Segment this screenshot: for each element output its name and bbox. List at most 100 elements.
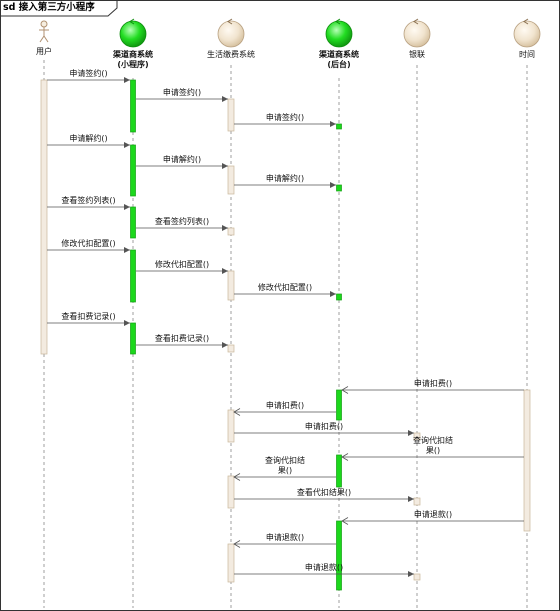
- message-label: 申请扣费(): [266, 400, 304, 410]
- participant-label: 渠道商系统(后台): [318, 49, 359, 69]
- activation-bar: [130, 322, 136, 355]
- message: 查看扣费记录(): [47, 311, 130, 326]
- participants: 用户 渠道商系统(小程序) 生活缴费系统 渠道商系统(后台) 银联 时间: [36, 18, 541, 69]
- participant-user: 用户: [36, 20, 52, 56]
- activation-bar: [130, 79, 136, 133]
- message: 申请扣费(): [341, 378, 524, 394]
- message: 查看签约列表(): [136, 216, 228, 231]
- activation-bar: [130, 249, 136, 303]
- message: 申请退款(): [234, 562, 414, 577]
- message-label: 修改代扣配置(): [61, 238, 115, 248]
- message-label: 查看签约列表(): [61, 195, 115, 205]
- message: 查看代扣结果(): [234, 487, 414, 502]
- message: 修改代扣配置(): [47, 238, 130, 253]
- activation-bar: [336, 123, 342, 130]
- control-icon-green: [325, 18, 353, 48]
- message: 申请签约(): [47, 68, 130, 83]
- activation-bars: [40, 79, 531, 591]
- message: 查看扣费记录(): [136, 333, 228, 348]
- activation-bar: [227, 409, 235, 443]
- activation-bar: [227, 227, 235, 236]
- frame-title-tab: [0, 0, 118, 17]
- activation-bar: [336, 293, 342, 301]
- arrowhead: [408, 496, 414, 502]
- message-label: 查询代扣结果(): [413, 435, 453, 455]
- message: 申请退款(): [233, 532, 336, 548]
- message-label: 申请解约(): [266, 173, 304, 183]
- message: 申请解约(): [234, 173, 336, 188]
- message-label: 申请签约(): [266, 112, 304, 122]
- arrowhead: [330, 121, 336, 127]
- activation-bar: [227, 475, 235, 509]
- participant-label: 生活缴费系统: [207, 49, 255, 59]
- participant-label: 银联: [409, 49, 425, 59]
- arrowhead: [408, 571, 414, 577]
- activation-bar: [336, 389, 342, 421]
- message-label: 查看扣费记录(): [155, 333, 209, 343]
- diagram-title: sd 接入第三方小程序: [3, 2, 95, 13]
- arrowhead: [233, 473, 241, 481]
- arrowhead: [124, 247, 130, 253]
- message-label: 查看代扣结果(): [297, 487, 351, 497]
- arrowhead: [124, 142, 130, 148]
- arrowhead: [124, 320, 130, 326]
- participant-time: 时间: [513, 18, 541, 59]
- arrowhead: [222, 163, 228, 169]
- message-label: 申请扣费(): [305, 421, 343, 431]
- participant-label: 时间: [519, 49, 535, 59]
- participant-life: 生活缴费系统: [207, 18, 255, 59]
- control-icon: [403, 18, 431, 48]
- message: 申请解约(): [47, 133, 130, 148]
- activation-bar: [227, 98, 235, 132]
- message-label: 申请退款(): [414, 509, 452, 519]
- activation-bar: [336, 454, 342, 488]
- activation-bar: [130, 206, 136, 239]
- message-label: 查询代扣结果(): [265, 455, 305, 475]
- message-label: 修改代扣配置(): [258, 282, 312, 292]
- activation-bar: [40, 79, 48, 355]
- activation-bar: [413, 497, 421, 506]
- arrowhead: [222, 342, 228, 348]
- message-label: 申请解约(): [163, 154, 201, 164]
- arrowhead: [341, 386, 349, 394]
- participant-admin: 渠道商系统(后台): [318, 18, 359, 69]
- arrowhead: [330, 291, 336, 297]
- arrowhead: [408, 430, 414, 436]
- message: 申请签约(): [234, 112, 336, 127]
- activation-bar: [413, 432, 421, 441]
- message-label: 申请退款(): [266, 532, 304, 542]
- activation-bar: [336, 520, 342, 591]
- activation-bar: [130, 144, 136, 197]
- actor-icon: [39, 20, 49, 43]
- message-label: 申请扣费(): [414, 378, 452, 388]
- message-label: 申请签约(): [69, 68, 107, 78]
- message: 申请退款(): [341, 509, 524, 525]
- participant-label: 用户: [36, 46, 52, 56]
- arrowhead: [124, 77, 130, 83]
- message-label: 申请退款(): [305, 562, 343, 572]
- control-icon-green: [119, 18, 147, 48]
- activation-bar: [336, 184, 342, 192]
- arrowhead: [233, 408, 241, 416]
- arrowhead: [330, 182, 336, 188]
- message: 查询代扣结果(): [233, 455, 336, 481]
- activation-bar: [227, 270, 235, 301]
- arrowhead: [222, 225, 228, 231]
- activation-bar: [413, 573, 421, 581]
- control-icon: [217, 18, 245, 48]
- messages: 申请签约() 申请签约() 申请签约() 申请解约() 申请解约() 申请解约() 查看签约…: [47, 68, 524, 577]
- message-label: 申请解约(): [69, 133, 107, 143]
- message: 申请解约(): [136, 154, 228, 169]
- message-label: 查看扣费记录(): [61, 311, 115, 321]
- arrowhead: [233, 540, 241, 548]
- arrowhead: [222, 268, 228, 274]
- activation-bar: [227, 165, 235, 195]
- activation-bar: [227, 344, 235, 353]
- message: 修改代扣配置(): [136, 259, 228, 274]
- arrowhead: [341, 453, 349, 461]
- arrowhead: [222, 96, 228, 102]
- message: 申请签约(): [136, 87, 228, 102]
- participant-mini: 渠道商系统(小程序): [112, 18, 153, 69]
